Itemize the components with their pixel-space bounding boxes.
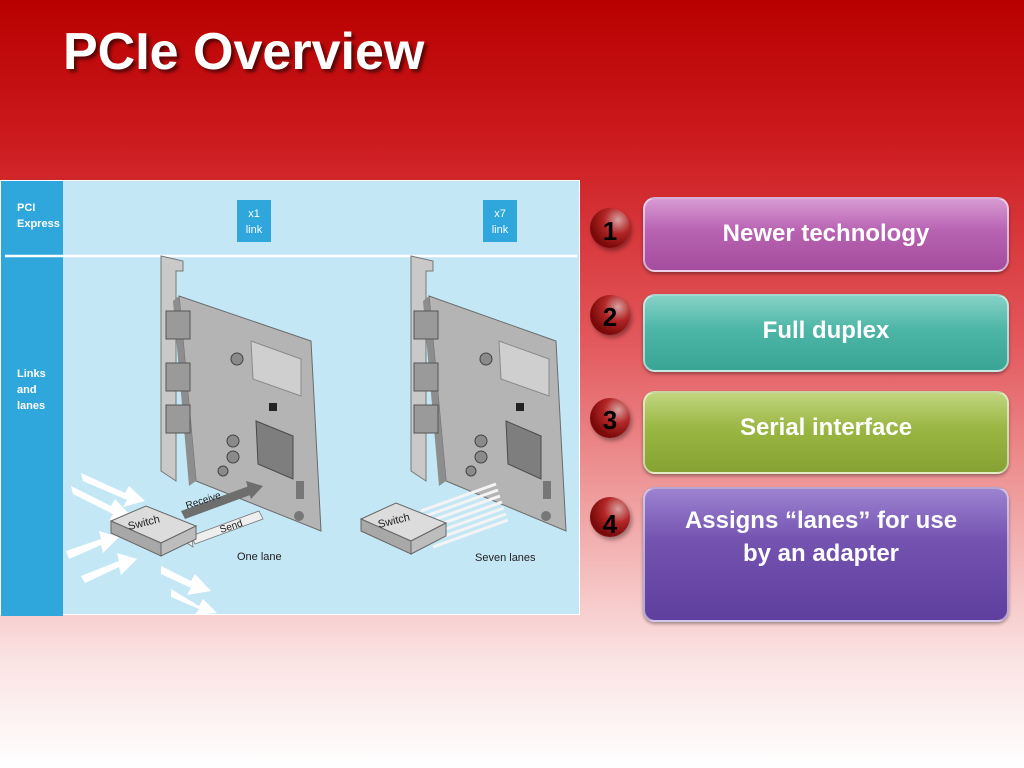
x7-header-line2: link [492, 224, 509, 236]
item-pill-4: Assigns “lanes” for use by an adapter [643, 487, 1009, 622]
x7-lanes [420, 482, 509, 549]
item-pill-1: Newer technology [643, 197, 1009, 272]
item-text-2: Full duplex [762, 317, 890, 344]
number-ball-1 [590, 208, 630, 248]
side-label-express: Express [17, 218, 60, 230]
number-ball-3 [590, 398, 630, 438]
x1-switch [109, 505, 198, 557]
item-number-1: 1 [602, 216, 618, 246]
send-label: Send [219, 518, 245, 536]
one-lane-label: One lane [237, 551, 282, 563]
pcie-diagram-illustration: PCI Express Links and lanes x1 link x7 l… [1, 181, 577, 616]
x1-link-header [237, 200, 271, 242]
x7-link-header [483, 200, 517, 242]
x7-switch [359, 502, 448, 555]
x7-adapter-card [410, 255, 567, 532]
item-number-4: 4 [602, 509, 618, 539]
item-text-1: Newer technology [722, 220, 930, 247]
x7-header-line1: x7 [494, 208, 506, 220]
side-label-links: Links [17, 368, 46, 380]
number-ball-4 [590, 497, 630, 537]
x1-header-line1: x1 [248, 208, 260, 220]
side-label-lanes: lanes [17, 400, 45, 412]
item-pill-3: Serial interface [643, 391, 1009, 474]
item-text-4: Assigns “lanes” for use by an adapter [684, 507, 958, 567]
item-number-3: 3 [602, 405, 618, 435]
pcie-diagram: PCI Express Links and lanes x1 link x7 l… [0, 180, 580, 616]
item-pill-2: Full duplex [643, 294, 1009, 372]
side-label-and: and [17, 384, 37, 396]
item-text-3: Serial interface [739, 414, 913, 441]
x1-adapter-card [160, 255, 322, 532]
slide-title: PCIe Overview [63, 23, 425, 81]
side-column [1, 181, 63, 616]
seven-lanes-label: Seven lanes [475, 552, 536, 564]
x1-traffic-arrows [66, 473, 217, 615]
item-number-2: 2 [602, 302, 618, 332]
side-label-pci: PCI [17, 202, 35, 214]
number-ball-2 [590, 295, 630, 335]
x1-header-line2: link [246, 224, 263, 236]
